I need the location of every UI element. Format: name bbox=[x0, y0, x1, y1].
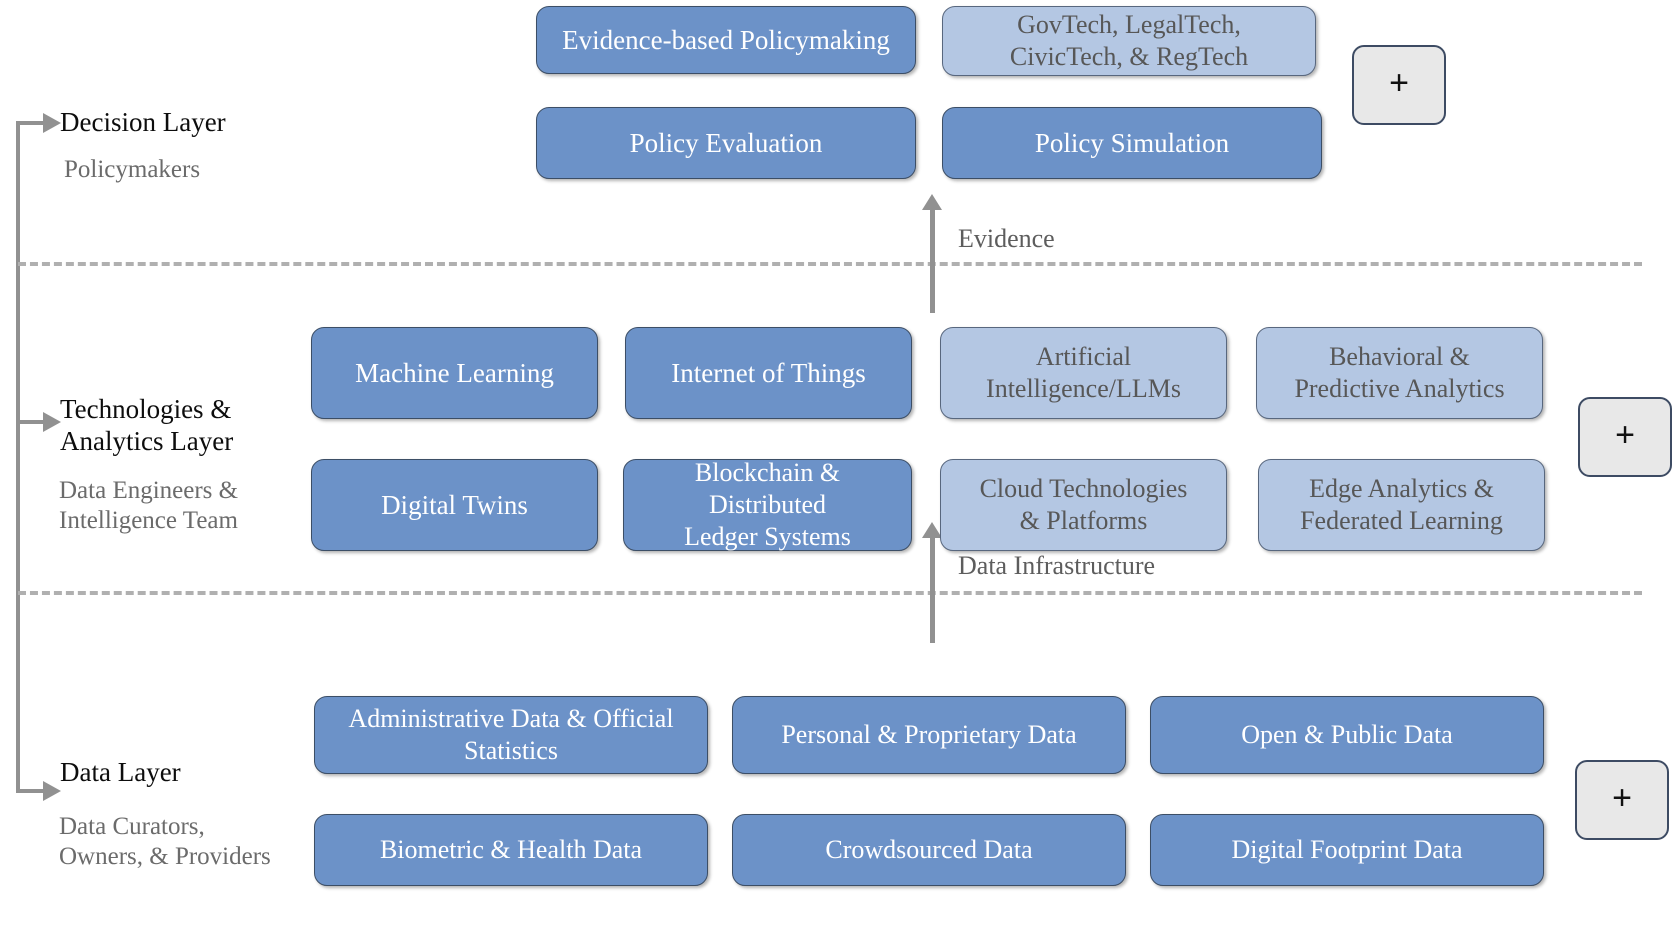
divider-technologies-data bbox=[18, 591, 1642, 595]
node-crowdsourced-data[interactable]: Crowdsourced Data bbox=[732, 814, 1126, 886]
divider-decision-technologies bbox=[18, 262, 1642, 266]
node-label: Digital Twins bbox=[381, 489, 528, 520]
decision-layer-subtitle: Policymakers bbox=[64, 156, 201, 183]
node-label: Behavioral & Predictive Analytics bbox=[1294, 342, 1505, 403]
node-label: Policy Simulation bbox=[1034, 127, 1230, 158]
data-layer-subtitle: Data Curators, Owners, & Providers bbox=[59, 813, 271, 870]
node-digital-twins[interactable]: Digital Twins bbox=[311, 459, 598, 551]
node-govtech-legaltech-civictech-regtech[interactable]: GovTech, LegalTech, CivicTech, & RegTech bbox=[942, 6, 1316, 76]
technologies-layer-subtitle: Data Engineers & Intelligence Team bbox=[59, 477, 239, 534]
node-label: Policy Evaluation bbox=[629, 127, 823, 158]
add-technologies-node-button[interactable]: + bbox=[1578, 397, 1672, 477]
evidence-flow-label: Evidence bbox=[958, 224, 1055, 253]
node-edge-analytics-federated-learning[interactable]: Edge Analytics & Federated Learning bbox=[1258, 459, 1545, 551]
decision-layer-title: Decision Layer bbox=[60, 107, 226, 137]
node-cloud-technologies-platforms[interactable]: Cloud Technologies & Platforms bbox=[940, 459, 1227, 551]
data-layer-arrow bbox=[16, 781, 61, 801]
node-internet-of-things[interactable]: Internet of Things bbox=[625, 327, 912, 419]
node-personal-proprietary-data[interactable]: Personal & Proprietary Data bbox=[732, 696, 1126, 774]
node-label: Edge Analytics & Federated Learning bbox=[1300, 474, 1503, 535]
node-label: Artificial Intelligence/LLMs bbox=[986, 342, 1181, 403]
node-policy-evaluation[interactable]: Policy Evaluation bbox=[536, 107, 916, 179]
node-biometric-health-data[interactable]: Biometric & Health Data bbox=[314, 814, 708, 886]
node-label: Digital Footprint Data bbox=[1231, 835, 1463, 865]
node-open-public-data[interactable]: Open & Public Data bbox=[1150, 696, 1544, 774]
node-digital-footprint-data[interactable]: Digital Footprint Data bbox=[1150, 814, 1544, 886]
node-label: Machine Learning bbox=[355, 357, 554, 388]
node-label: Internet of Things bbox=[671, 357, 866, 388]
plus-icon: + bbox=[1615, 416, 1635, 454]
node-label: Personal & Proprietary Data bbox=[781, 720, 1077, 750]
node-behavioral-predictive-analytics[interactable]: Behavioral & Predictive Analytics bbox=[1256, 327, 1543, 419]
technologies-layer-arrow bbox=[16, 412, 61, 432]
node-policy-simulation[interactable]: Policy Simulation bbox=[942, 107, 1322, 179]
node-label: Crowdsourced Data bbox=[825, 835, 1033, 865]
node-administrative-data-official-statistics[interactable]: Administrative Data & Official Statistic… bbox=[314, 696, 708, 774]
node-label: Evidence-based Policymaking bbox=[562, 24, 890, 55]
node-evidence-based-policymaking[interactable]: Evidence-based Policymaking bbox=[536, 6, 916, 74]
add-data-node-button[interactable]: + bbox=[1575, 760, 1669, 840]
layer-spine-line bbox=[16, 123, 20, 791]
node-blockchain-distributed-ledger-systems[interactable]: Blockchain & Distributed Ledger Systems bbox=[623, 458, 912, 551]
evidence-flow-arrow bbox=[922, 194, 942, 313]
node-label: Open & Public Data bbox=[1241, 720, 1453, 750]
node-label: Administrative Data & Official Statistic… bbox=[348, 704, 674, 765]
node-machine-learning[interactable]: Machine Learning bbox=[311, 327, 598, 419]
data-infrastructure-flow-label: Data Infrastructure bbox=[958, 551, 1156, 580]
data-layer-title: Data Layer bbox=[60, 757, 181, 787]
data-infrastructure-flow-arrow bbox=[922, 522, 942, 643]
add-decision-node-button[interactable]: + bbox=[1352, 45, 1446, 125]
technologies-layer-title: Technologies & Analytics Layer bbox=[60, 394, 234, 456]
plus-icon: + bbox=[1389, 64, 1409, 102]
node-label: Blockchain & Distributed Ledger Systems bbox=[684, 458, 851, 551]
node-label: GovTech, LegalTech, CivicTech, & RegTech bbox=[1009, 10, 1249, 71]
decision-layer-arrow bbox=[16, 113, 61, 133]
plus-icon: + bbox=[1612, 779, 1632, 817]
node-label: Biometric & Health Data bbox=[379, 835, 643, 865]
node-artificial-intelligence-llms[interactable]: Artificial Intelligence/LLMs bbox=[940, 327, 1227, 419]
node-label: Cloud Technologies & Platforms bbox=[979, 474, 1188, 535]
